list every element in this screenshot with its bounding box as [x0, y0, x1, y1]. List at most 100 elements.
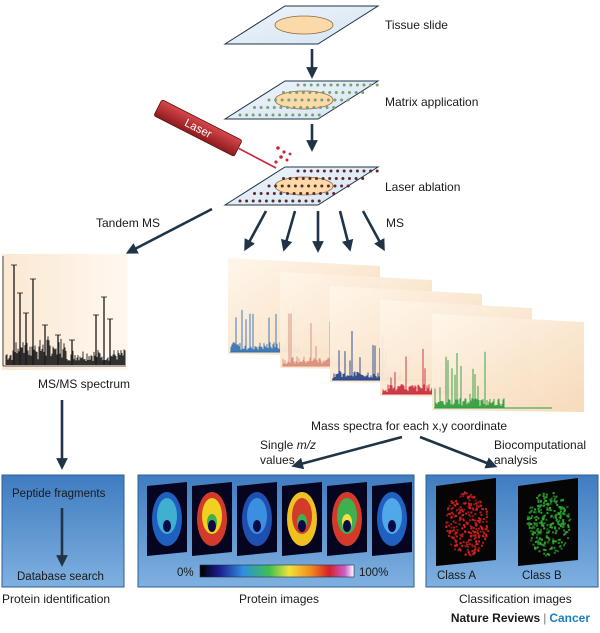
arrow-to-tandem-ms	[125, 207, 213, 254]
matrix-dot	[313, 98, 317, 102]
matrix-dot	[304, 199, 308, 203]
matrix-dot	[362, 83, 366, 87]
matrix-dot	[317, 113, 321, 117]
matrix-dot	[346, 184, 350, 188]
matrix-dot	[292, 192, 296, 195]
matrix-dot	[349, 169, 353, 173]
matrix-dot	[292, 106, 296, 109]
matrix-dot	[267, 98, 271, 102]
msms-spectrum-label: MS/MS spectrum	[38, 377, 130, 391]
matrix-dot	[259, 192, 263, 195]
matrix-dot	[325, 192, 329, 195]
matrix-dot	[271, 113, 275, 117]
tandem-ms-label: Tandem MS	[96, 216, 160, 230]
matrix-dot	[288, 177, 292, 180]
matrix-dot	[301, 91, 305, 94]
matrix-dot	[293, 184, 297, 188]
matrix-dot	[312, 106, 316, 109]
matrix-dot	[333, 98, 337, 102]
matrix-dot	[267, 184, 271, 188]
matrix-application-label: Matrix application	[385, 95, 478, 109]
matrix-dot	[311, 113, 315, 117]
matrix-dot	[320, 184, 324, 188]
journal-section: Cancer	[549, 611, 590, 625]
matrix-dot	[307, 184, 311, 188]
matrix-dot	[280, 184, 284, 188]
matrix-dot	[272, 192, 276, 195]
matrix-dot	[251, 199, 255, 203]
values-label: values	[260, 453, 295, 467]
journal-name: Nature Reviews	[450, 611, 541, 625]
matrix-slide	[223, 80, 380, 120]
laser-device: Laser	[154, 99, 292, 169]
matrix-dot	[361, 177, 365, 180]
matrix-dot	[321, 177, 325, 180]
matrix-dot	[274, 184, 278, 188]
matrix-dot	[274, 98, 278, 102]
matrix-dot	[288, 91, 292, 94]
matrix-dot	[251, 113, 255, 117]
matrix-dot	[315, 91, 318, 94]
matrix-dot	[309, 169, 313, 173]
protein-image-tile	[372, 482, 412, 556]
matrix-dot	[271, 199, 275, 203]
matrix-dot	[329, 169, 333, 173]
matrix-dot	[348, 177, 351, 180]
matrix-dot	[284, 199, 288, 203]
matrix-dot	[299, 192, 303, 195]
matrix-dot	[304, 113, 308, 117]
matrix-dot	[295, 91, 299, 94]
scale-max-label: 100%	[359, 567, 388, 579]
matrix-dot	[320, 98, 324, 102]
matrix-dot	[297, 199, 301, 203]
arrow-to-classification	[419, 435, 498, 469]
matrix-dot	[316, 83, 320, 87]
mass-spectra-caption: Mass spectra for each x,y coordinate	[311, 419, 507, 433]
matrix-dot	[355, 169, 359, 173]
matrix-dot	[322, 83, 326, 87]
matrix-dot	[340, 184, 344, 188]
matrix-dot	[253, 192, 256, 195]
matrix-dot	[375, 83, 379, 87]
intensity-scale-bar	[199, 564, 355, 578]
protein-image-tile	[192, 482, 232, 556]
matrix-dot	[328, 177, 332, 180]
msms-spectrum-panel	[2, 254, 128, 370]
matrix-dot	[342, 83, 346, 87]
matrix-dot	[336, 169, 340, 173]
ablation-particles	[274, 146, 292, 164]
matrix-dot	[319, 192, 322, 195]
matrix-dot	[334, 91, 338, 94]
matrix-dot	[325, 106, 329, 109]
matrix-dot	[348, 91, 351, 94]
matrix-dot	[349, 83, 353, 87]
msms-peaks	[5, 264, 126, 365]
matrix-dot	[333, 184, 337, 188]
matrix-dot	[336, 83, 340, 87]
scale-min-label: 0%	[177, 567, 194, 579]
class-b-label: Class B	[522, 570, 562, 582]
matrix-dot	[369, 169, 373, 173]
matrix-dot	[316, 169, 320, 173]
laser-ablation-label: Laser ablation	[385, 180, 460, 194]
matrix-dot	[375, 169, 379, 173]
class-a-image	[436, 478, 496, 566]
matrix-dot	[286, 106, 289, 109]
matrix-dot	[279, 192, 283, 195]
matrix-dot	[313, 184, 317, 188]
analysis-label: analysis	[494, 453, 537, 467]
matrix-dot	[341, 177, 345, 180]
protein-image-tile	[237, 482, 277, 556]
matrix-dot	[238, 113, 242, 117]
matrix-dot	[238, 199, 242, 203]
matrix-dot	[266, 106, 270, 109]
ablation-dots	[238, 169, 379, 203]
matrix-dot	[280, 98, 284, 102]
matrix-dot	[321, 91, 325, 94]
matrix-dot	[319, 106, 322, 109]
matrix-dot	[295, 177, 299, 180]
matrix-dot	[264, 199, 268, 203]
matrix-dot	[279, 106, 283, 109]
matrix-dot	[322, 169, 326, 173]
matrix-dot	[308, 91, 312, 94]
